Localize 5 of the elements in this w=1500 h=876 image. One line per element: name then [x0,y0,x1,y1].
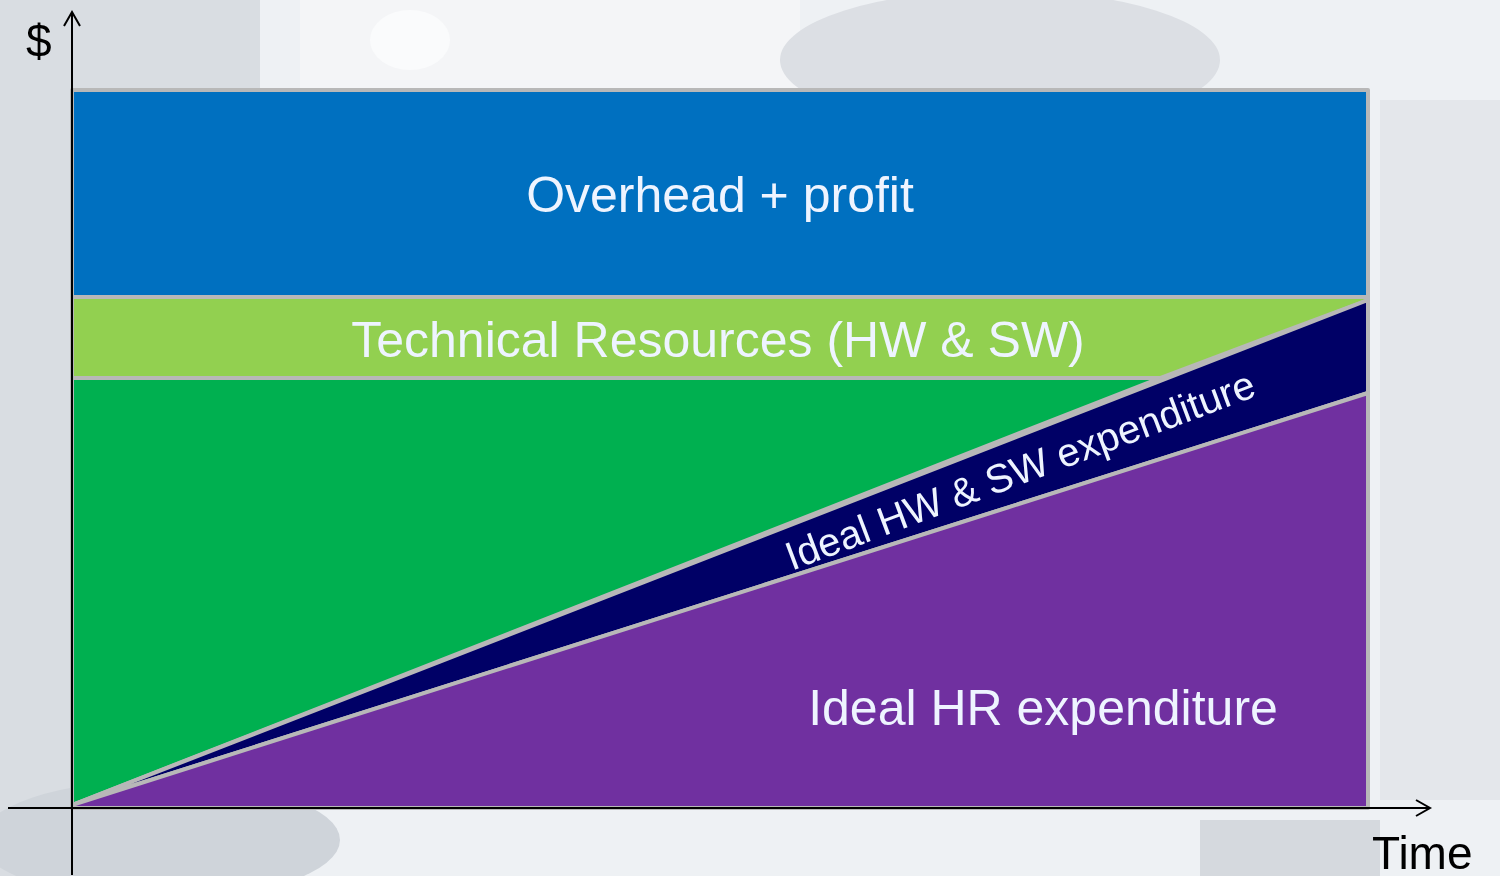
axis-label: $ [26,18,52,64]
area-label: Overhead + profit [526,170,914,220]
area-label: Technical Resources (HW & SW) [351,315,1085,365]
axis-label: Time [1372,830,1473,876]
area-label: Ideal HR expenditure [808,683,1278,733]
